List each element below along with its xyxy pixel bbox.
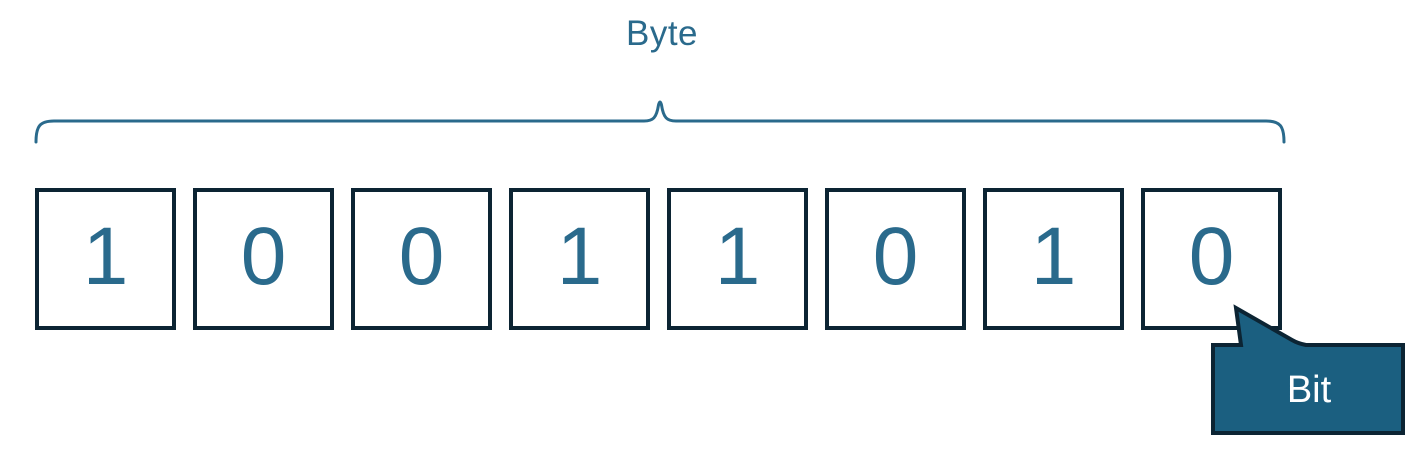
byte-label: Byte xyxy=(625,14,699,53)
bit-value: 1 xyxy=(82,211,129,302)
bit-value: 1 xyxy=(1030,211,1077,302)
bit-value: 0 xyxy=(1188,211,1235,302)
bit-value: 0 xyxy=(398,211,445,302)
bit-value: 0 xyxy=(240,211,287,302)
bit-value: 1 xyxy=(714,211,761,302)
byte-brace xyxy=(34,100,1286,144)
bit-row: 1 0 0 1 1 0 1 0 xyxy=(35,188,1282,330)
bit-box: 1 xyxy=(983,188,1124,330)
bit-box: 0 xyxy=(193,188,334,330)
bit-value: 1 xyxy=(556,211,603,302)
bit-box: 0 xyxy=(351,188,492,330)
bit-box: 0 xyxy=(1141,188,1282,330)
bit-value: 0 xyxy=(872,211,919,302)
bit-box: 0 xyxy=(825,188,966,330)
bit-box: 1 xyxy=(509,188,650,330)
bit-callout-label: Bit xyxy=(1286,368,1332,411)
bit-box: 1 xyxy=(667,188,808,330)
bit-box: 1 xyxy=(35,188,176,330)
